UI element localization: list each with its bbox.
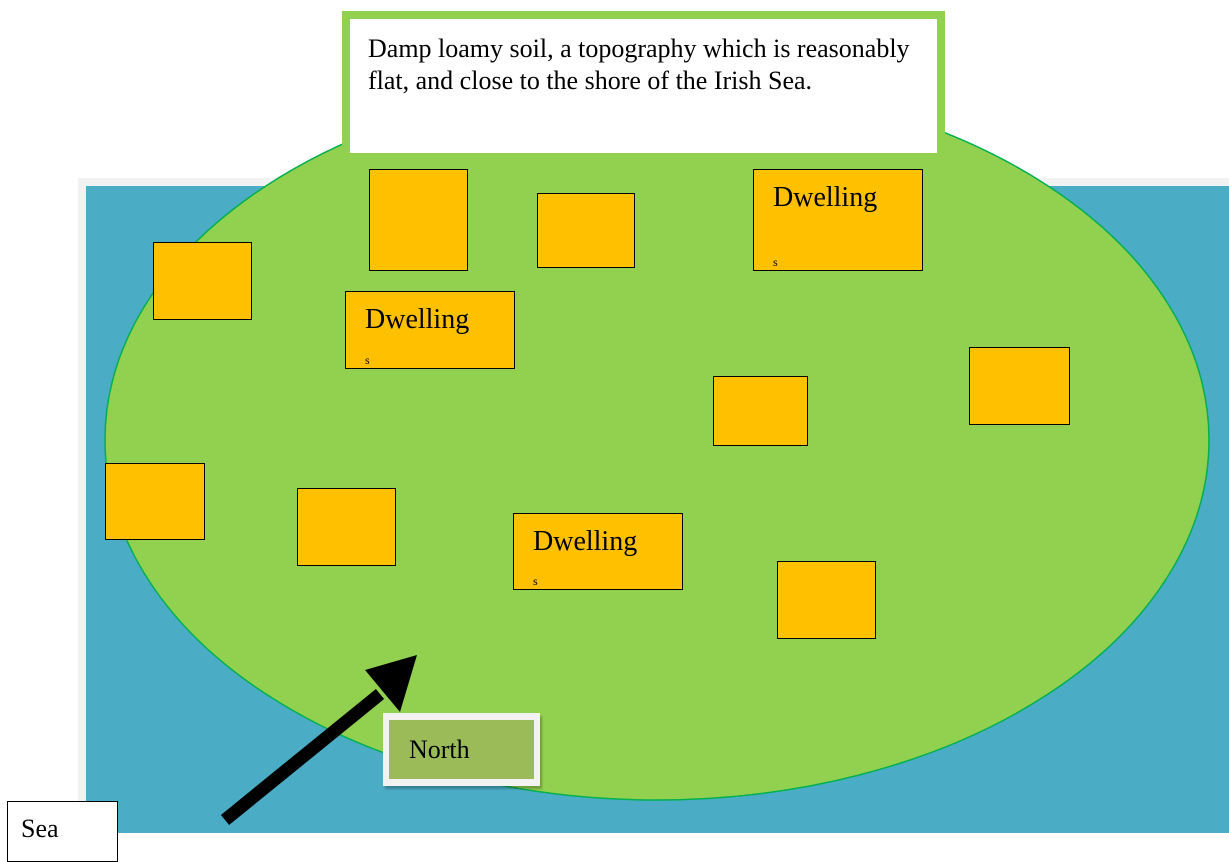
north-label: North (389, 720, 534, 779)
dwelling-box: Dwelling s (513, 513, 683, 590)
north-label-box: North (383, 713, 540, 786)
description-callout: Damp loamy soil, a topography which is r… (342, 11, 945, 161)
sea-label: Sea (7, 801, 118, 862)
north-arrow-head (365, 655, 417, 712)
dwelling-box (105, 463, 205, 540)
description-text: Damp loamy soil, a topography which is r… (350, 19, 937, 153)
dwelling-box (537, 193, 635, 268)
north-arrow-shaft (220, 688, 385, 826)
dwelling-label: Dwelling (365, 304, 470, 335)
dwelling-label-cutoff: s (533, 574, 538, 588)
dwelling-label: Dwelling (533, 526, 638, 557)
dwelling-box (713, 376, 808, 446)
dwelling-box (153, 242, 252, 320)
dwelling-box: Dwelling s (345, 291, 515, 369)
dwelling-label-cutoff: s (773, 255, 778, 269)
dwelling-label-cutoff: s (365, 353, 370, 367)
dwelling-box (969, 347, 1070, 425)
dwelling-box (297, 488, 396, 566)
dwelling-label: Dwelling (773, 182, 878, 213)
dwelling-box (369, 169, 468, 271)
dwelling-box (777, 561, 876, 639)
dwelling-box: Dwelling s (753, 169, 923, 271)
